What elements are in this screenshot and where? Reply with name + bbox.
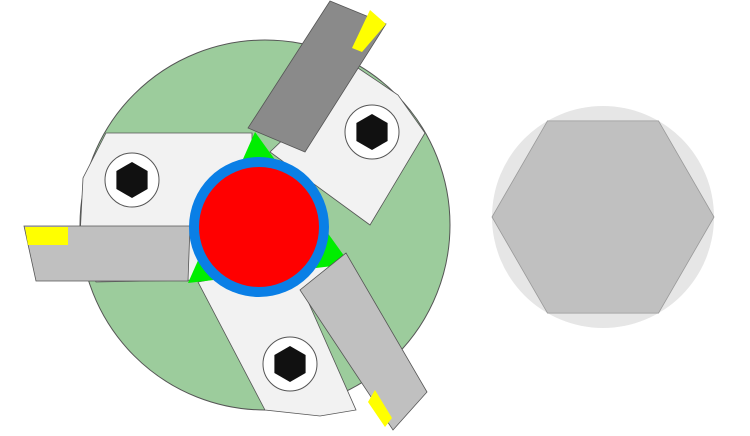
bolt-lower xyxy=(262,336,318,392)
bolt-left xyxy=(104,152,160,208)
hex-socket-bolt-icon xyxy=(116,162,148,198)
hex-socket-bolt-icon xyxy=(356,114,388,150)
cutting-insert-icon xyxy=(368,390,392,427)
cutting-tool-icon xyxy=(299,252,428,431)
bar-hexagon xyxy=(491,120,715,314)
cutting-insert-icon xyxy=(352,10,386,52)
bolt-upper-right xyxy=(344,104,400,160)
cutting-tool-left xyxy=(23,225,191,282)
cutting-tool-top xyxy=(247,0,387,153)
hex-bar-section xyxy=(491,106,715,328)
hex-socket-bolt-icon xyxy=(274,346,306,382)
workpiece xyxy=(199,167,319,287)
cutting-insert-icon xyxy=(25,227,68,245)
cutting-tool-lower xyxy=(299,252,428,431)
chuck-assembly xyxy=(23,0,451,431)
